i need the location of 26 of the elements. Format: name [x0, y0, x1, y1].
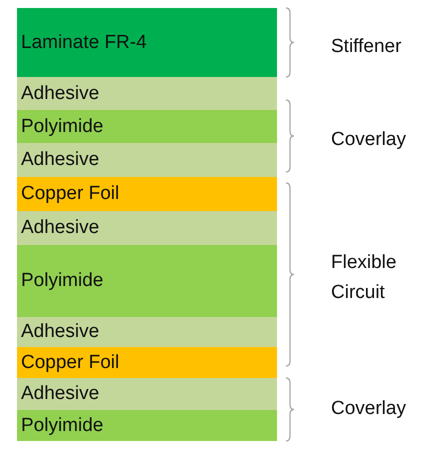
- material-layer: [17, 211, 277, 245]
- material-layer: [17, 110, 277, 143]
- material-layer: [17, 8, 277, 77]
- layer-name: Adhesive: [20, 383, 100, 405]
- layer-name: Polyimide: [20, 270, 104, 292]
- material-layer: [17, 177, 277, 211]
- material-layer: [17, 143, 277, 177]
- layer-name: Copper Foil: [20, 352, 120, 374]
- layer-name: Adhesive: [20, 82, 100, 104]
- material-layer: [17, 410, 277, 441]
- group-label: Coverlay: [331, 397, 406, 421]
- group-label: Coverlay: [331, 128, 406, 152]
- layer-name: Adhesive: [20, 321, 100, 343]
- layer-name: Adhesive: [20, 217, 100, 239]
- material-layer: [17, 77, 277, 110]
- material-layer: [17, 347, 277, 378]
- layer-name: Adhesive: [20, 149, 100, 171]
- layer-name: Laminate FR-4: [20, 32, 147, 54]
- material-layer: [17, 245, 277, 317]
- layer-name: Polyimide: [20, 414, 104, 436]
- group-label: Stiffener: [331, 35, 402, 59]
- layer-name: Polyimide: [20, 116, 104, 138]
- material-layer: [17, 317, 277, 347]
- layer-name: Copper Foil: [20, 183, 120, 205]
- group-label: Flexible Circuit: [331, 251, 398, 305]
- material-layer: [17, 378, 277, 410]
